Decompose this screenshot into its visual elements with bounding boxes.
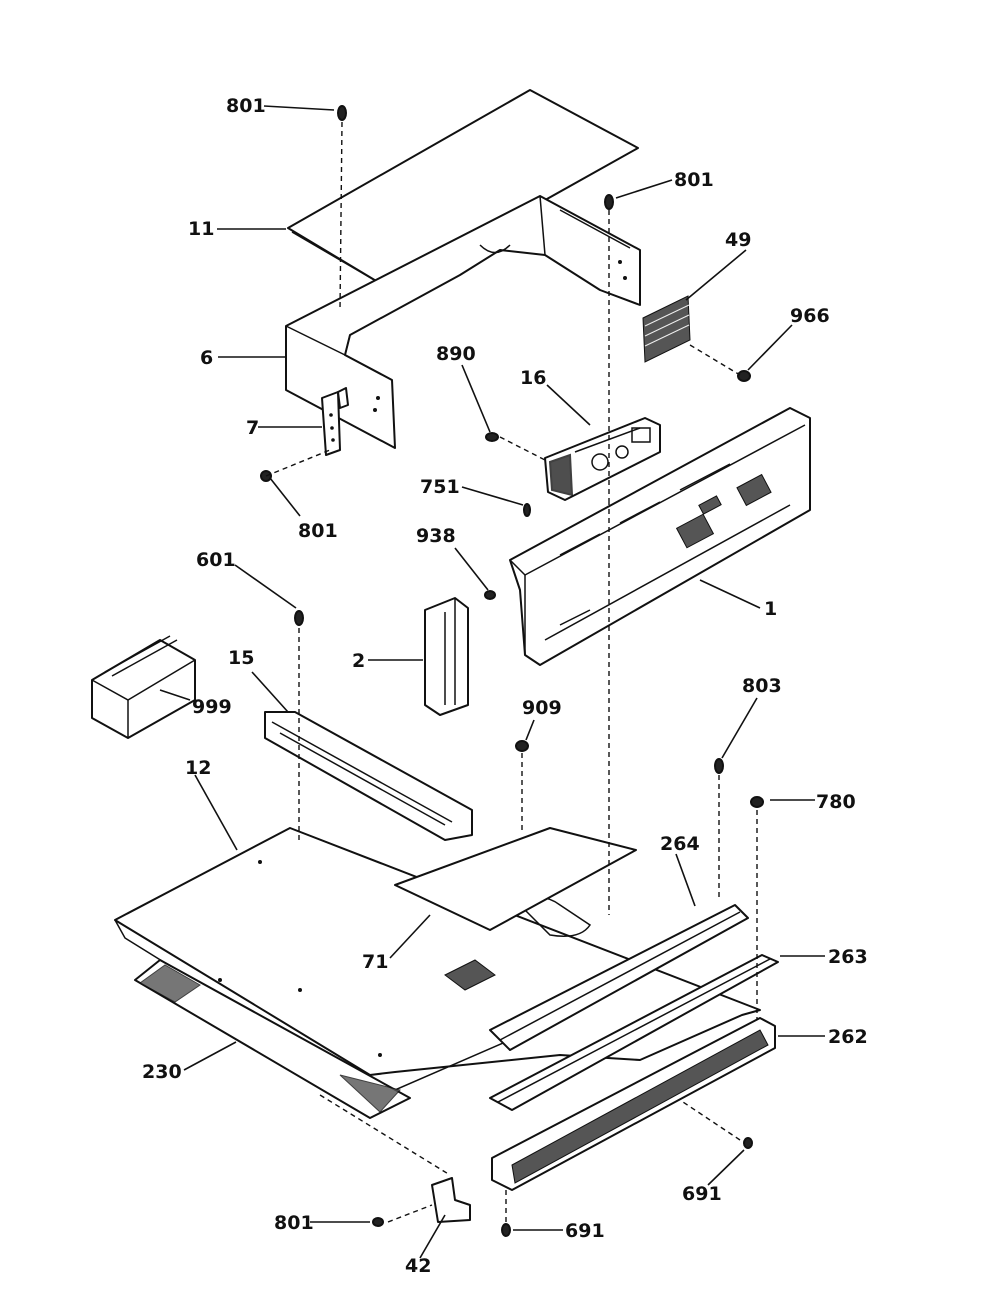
leader-lines	[159, 105, 825, 1259]
callout-780: 780	[816, 791, 856, 813]
side-trim-part	[424, 597, 469, 716]
callout-966: 966	[790, 305, 830, 327]
callout-12: 12	[185, 757, 211, 779]
callout-2: 2	[352, 650, 365, 672]
callout-803: 803	[742, 675, 782, 697]
parts-box	[91, 635, 196, 739]
mounting-bracket-part	[431, 1177, 471, 1223]
callout-230: 230	[142, 1061, 182, 1083]
callout-751: 751	[420, 476, 460, 498]
front-trim-part	[489, 954, 779, 1111]
channel-bracket-part	[264, 711, 473, 841]
callout-691-right: 691	[682, 1183, 722, 1205]
screw-fasteners	[260, 105, 764, 1237]
callout-16: 16	[520, 367, 546, 389]
callout-890: 890	[436, 343, 476, 365]
callout-691-bottom: 691	[565, 1220, 605, 1242]
insulation-panel-part	[394, 827, 637, 931]
callout-49: 49	[725, 229, 751, 251]
callout-42: 42	[405, 1255, 431, 1277]
callout-938: 938	[416, 525, 456, 547]
bottom-pan-part	[134, 959, 411, 1119]
callout-264: 264	[660, 833, 700, 855]
callout-999: 999	[192, 696, 232, 718]
rail-part	[489, 904, 749, 1051]
front-grille-part	[491, 1017, 776, 1191]
callout-1: 1	[764, 598, 777, 620]
alignment-lines	[265, 121, 758, 1223]
callout-909: 909	[522, 697, 562, 719]
callout-6: 6	[200, 347, 213, 369]
callout-71: 71	[362, 951, 388, 973]
callout-7: 7	[246, 417, 259, 439]
callout-263: 263	[828, 946, 868, 968]
rear-housing-part	[285, 195, 641, 449]
callout-801-right: 801	[674, 169, 714, 191]
callout-801-bottom: 801	[274, 1212, 314, 1234]
bracket-part	[321, 387, 349, 456]
control-panel-part	[509, 407, 811, 666]
callout-801-top: 801	[226, 95, 266, 117]
callout-262: 262	[828, 1026, 868, 1048]
callout-labels: 801 11 801 49 966 6 890 16 7 801 751 938…	[142, 95, 868, 1277]
vent-grille-part	[642, 295, 691, 363]
callout-601: 601	[196, 549, 236, 571]
callout-15: 15	[228, 647, 254, 669]
callout-801-mid: 801	[298, 520, 338, 542]
control-board-part	[544, 417, 661, 501]
callout-11: 11	[188, 218, 214, 240]
